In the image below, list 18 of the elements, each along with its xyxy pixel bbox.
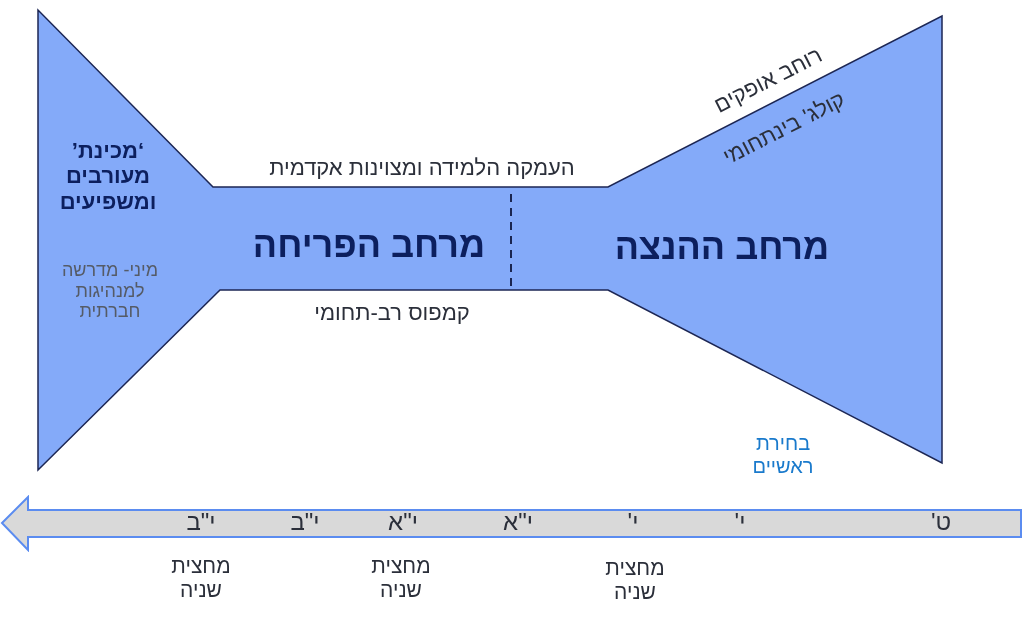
band-caption: העמקה הלמידה ומצוינות אקדמית: [269, 155, 575, 181]
section-title: מרחב הפריחה: [252, 224, 486, 266]
section-title: מרחב ההנצה: [614, 226, 830, 268]
grade-label: י"ב: [290, 508, 320, 536]
half-year-note: מחצית שניה: [171, 553, 231, 603]
half-year-note: מחצית שניה: [371, 553, 431, 603]
timeline-arrow: [0, 495, 1023, 552]
grade-label: י"א: [388, 508, 418, 536]
side-note: בחירת ראשיים: [752, 432, 814, 478]
grade-label: י': [734, 508, 746, 536]
section-heading: ‘מכינת’ מעורבים ומשפיעים: [59, 138, 157, 214]
grade-label: י"א: [503, 508, 533, 536]
grade-label: י': [627, 508, 639, 536]
half-year-note: מחצית שניה: [605, 555, 665, 605]
grade-label: ט': [930, 508, 952, 536]
grade-label: י"ב: [186, 508, 216, 536]
section-subtitle: מיני- מדרשה למנהיגות חברתית: [60, 259, 160, 323]
band-caption: קמפוס רב-תחומי: [314, 300, 470, 326]
